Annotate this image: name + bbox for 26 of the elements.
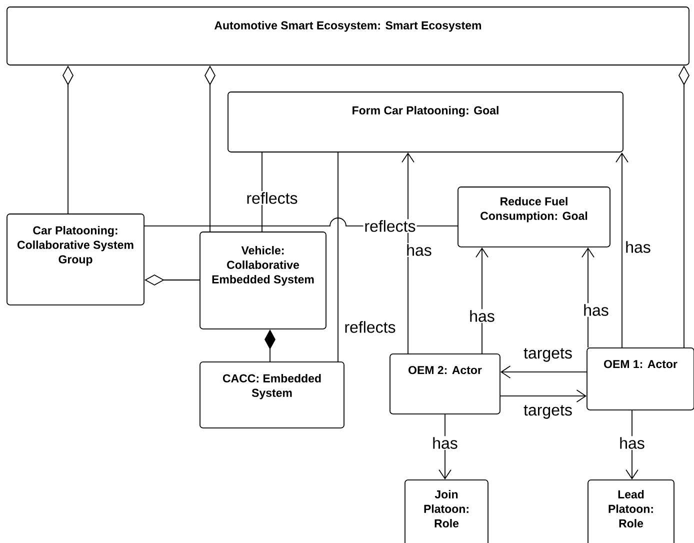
connector <box>476 247 488 354</box>
edge-label: reflects <box>343 320 397 334</box>
role-box: Join Platoon: Role <box>404 480 488 543</box>
edge-label: targets <box>522 347 574 363</box>
connector <box>582 247 594 348</box>
edge-label: has <box>624 240 652 254</box>
edge-label: has <box>431 436 459 450</box>
ecosystem-box: Automotive Smart Ecosystem: Smart Ecosystem <box>6 6 690 66</box>
connector <box>500 366 587 378</box>
system-box: CACC: Embedded System <box>200 362 344 428</box>
connector <box>616 152 628 348</box>
edge-label: has <box>468 309 496 323</box>
actor-box: OEM 2: Actor <box>390 354 500 414</box>
role-box: Lead Platoon: Role <box>588 480 674 543</box>
edge-label: has <box>618 436 646 450</box>
edge-label: has <box>405 243 433 257</box>
edge-label: reflects <box>363 219 417 233</box>
edge-label: reflects <box>245 191 299 205</box>
actor-box: OEM 1: Actor <box>586 348 694 410</box>
goal-box: Form Car Platooning: Goal <box>228 92 624 152</box>
connector <box>500 390 587 402</box>
edge-label: has <box>582 303 610 317</box>
group-box: Car Platooning: Collaborative System Group <box>6 214 144 306</box>
goal-box: Reduce Fuel Consumption: Goal <box>458 186 610 248</box>
edge-label: targets <box>522 404 574 420</box>
system-box: Vehicle: Collaborative Embedded System <box>200 232 326 330</box>
